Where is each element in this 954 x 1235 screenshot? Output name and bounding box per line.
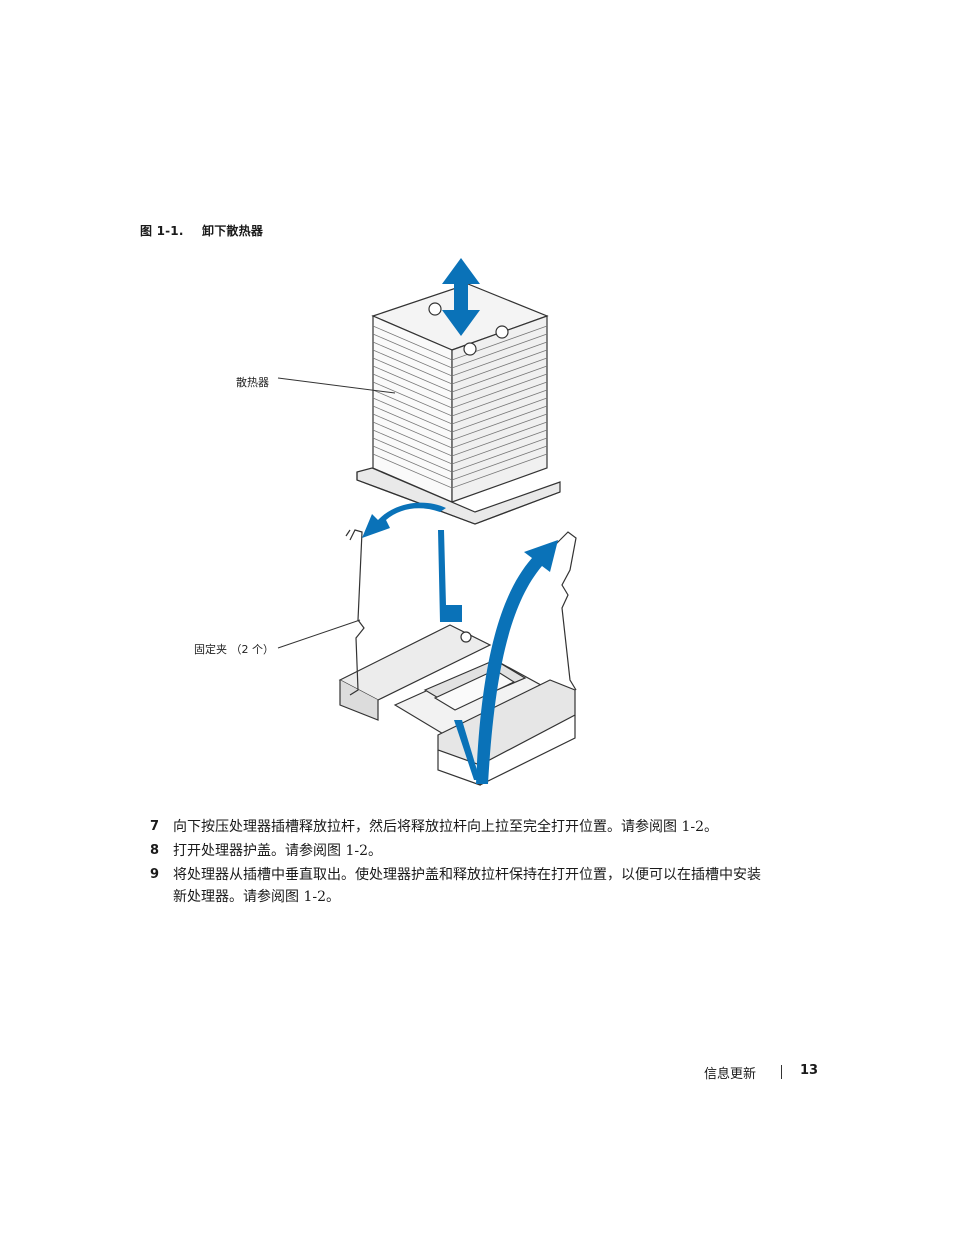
- step-text: 向下按压处理器插槽释放拉杆，然后将释放拉杆向上拉至完全打开位置。请参阅图 1-2…: [173, 819, 718, 835]
- footer-divider: [781, 1065, 782, 1079]
- step-number: 7: [150, 819, 160, 834]
- heatsink-removal-illustration: [277, 258, 577, 786]
- step-item: 8 打开处理器护盖。请参阅图 1-2。: [150, 840, 770, 862]
- step-number: 8: [150, 843, 160, 858]
- procedure-steps: 7 向下按压处理器插槽释放拉杆，然后将释放拉杆向上拉至完全打开位置。请参阅图 1…: [150, 816, 770, 910]
- left-clip-arrow-icon: [362, 502, 446, 538]
- retention-clip-left: [345, 529, 365, 696]
- retention-clips-callout: 固定夹 （2 个）: [194, 643, 274, 656]
- step-number: 9: [150, 867, 160, 882]
- footer-section-title: 信息更新: [704, 1067, 757, 1082]
- figure-title: 卸下散热器: [202, 224, 264, 238]
- right-clip-arrow-icon: [476, 540, 558, 784]
- clip-leader-line: [277, 619, 361, 649]
- left-push-arrow-icon: [438, 530, 462, 622]
- step-text: 将处理器从插槽中垂直取出。使处理器护盖和释放拉杆保持在打开位置，以便可以在插槽中…: [173, 867, 761, 905]
- lift-arrow-icon: [442, 258, 480, 336]
- step-item: 7 向下按压处理器插槽释放拉杆，然后将释放拉杆向上拉至完全打开位置。请参阅图 1…: [150, 816, 770, 838]
- heatsink-leader-line: [277, 377, 396, 394]
- step-text: 打开处理器护盖。请参阅图 1-2。: [173, 843, 382, 859]
- figure-number: 图 1-1.: [140, 224, 184, 238]
- figure-caption: 图 1-1. 卸下散热器: [140, 222, 263, 239]
- retention-clip-right: [554, 531, 577, 691]
- step-item: 9 将处理器从插槽中垂直取出。使处理器护盖和释放拉杆保持在打开位置，以便可以在插…: [150, 864, 770, 908]
- heatsink-callout: 散热器: [236, 376, 269, 389]
- socket-lever-arrow-icon: [454, 720, 480, 780]
- processor-socket: [338, 624, 576, 786]
- heatsink: [356, 283, 561, 525]
- page-number: 13: [800, 1063, 819, 1078]
- page-footer: 信息更新 13: [700, 1063, 820, 1083]
